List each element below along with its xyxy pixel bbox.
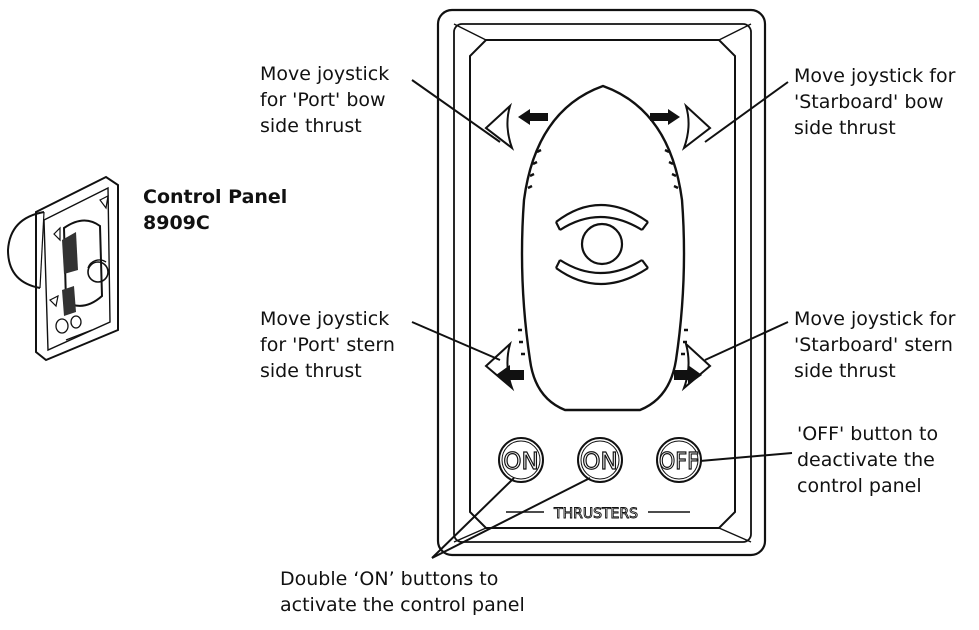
- on-button-2[interactable]: ON: [577, 437, 623, 483]
- product-title-line1: Control Panel: [143, 186, 288, 208]
- on-button-1[interactable]: ON: [498, 437, 544, 483]
- callout-on-buttons: Double ‘ON’ buttons to activate the cont…: [280, 568, 525, 616]
- callout-port-stern: Move joystick for 'Port' stern side thru…: [260, 308, 395, 382]
- on-button-1-label: ON: [503, 449, 538, 475]
- joystick-boat-shape[interactable]: [520, 84, 686, 412]
- callout-starboard-bow: Move joystick for 'Starboard' bow side t…: [794, 65, 956, 139]
- on-button-2-label: ON: [582, 449, 617, 475]
- callout-off-button: 'OFF' button to deactivate the control p…: [797, 423, 939, 497]
- rotate-icon: [555, 204, 649, 285]
- off-button-label: OFF: [659, 449, 699, 475]
- leader-lines: [411, 79, 793, 559]
- direction-arrows: [496, 109, 702, 385]
- starboard-stern-arrow-icon: [674, 365, 702, 385]
- callout-port-bow: Move joystick for 'Port' bow side thrust: [260, 63, 390, 137]
- starboard-bow-arrow-icon: [650, 109, 680, 125]
- callout-starboard-stern: Move joystick for 'Starboard' stern side…: [794, 308, 956, 382]
- port-stern-arrow-icon: [496, 365, 524, 385]
- port-bow-arrow-icon: [518, 109, 548, 125]
- off-button[interactable]: OFF: [656, 437, 702, 483]
- joystick-grip-ridges: [518, 148, 688, 356]
- brand-label: THRUSTERS: [553, 506, 638, 522]
- product-title-line2: 8909C: [143, 212, 210, 234]
- panel-inner-frame: [453, 23, 752, 543]
